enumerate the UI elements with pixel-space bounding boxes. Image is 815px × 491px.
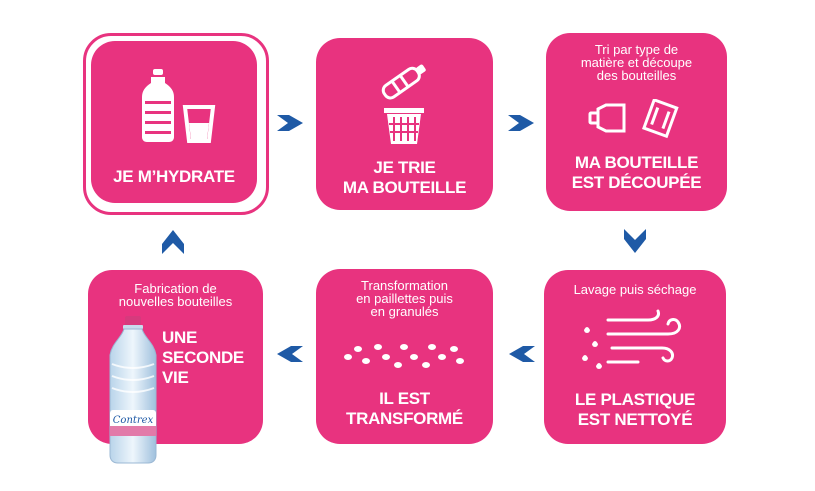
arrow-up-icon: [160, 228, 186, 256]
arrow-down-icon: [622, 227, 648, 255]
step-5-caption: Transformation en paillettes puis en gra…: [356, 278, 453, 319]
bottle-and-glass-icon: [139, 67, 219, 143]
step-6-caption: Fabrication de nouvelles bouteilles: [118, 281, 233, 309]
cut-bottle-pieces-icon: [586, 99, 686, 139]
wind-and-water-drops-icon: [578, 308, 694, 372]
step-4-title: LE PLASTIQUE EST NETTOYÉ: [574, 390, 696, 429]
step-1-title: JE M’HYDRATE: [113, 167, 235, 186]
contrex-bottle-image: Contrex: [104, 314, 162, 466]
step-4-caption: Lavage puis séchage: [573, 282, 697, 297]
step-6-title: UNE SECONDE VIE: [162, 328, 244, 387]
svg-text:Contrex: Contrex: [113, 415, 154, 426]
arrow-right-icon: [275, 113, 305, 133]
step-3-card: Tri par type de matière et découpe des b…: [546, 33, 727, 211]
arrow-left-icon: [275, 344, 305, 364]
step-6-card: Fabrication de nouvelles bouteilles UNE …: [88, 270, 263, 444]
step-2-card: JE TRIE MA BOUTEILLE: [316, 38, 493, 210]
step-5-card: Transformation en paillettes puis en gra…: [316, 269, 493, 444]
arrow-left-icon: [507, 344, 537, 364]
step-3-caption: Tri par type de matière et découpe des b…: [580, 42, 693, 83]
bottle-into-trash-bin-icon: [374, 62, 438, 146]
step-4-card: Lavage puis séchage LE PLASTIQUE EST NET…: [544, 270, 726, 444]
plastic-granules-icon: [342, 339, 468, 369]
step-1-card: JE M’HYDRATE: [91, 41, 257, 203]
step-5-title: IL EST TRANSFORMÉ: [346, 389, 463, 428]
arrow-right-icon: [506, 113, 536, 133]
step-2-title: JE TRIE MA BOUTEILLE: [342, 158, 467, 197]
step-3-title: MA BOUTEILLE EST DÉCOUPÉE: [571, 153, 702, 192]
